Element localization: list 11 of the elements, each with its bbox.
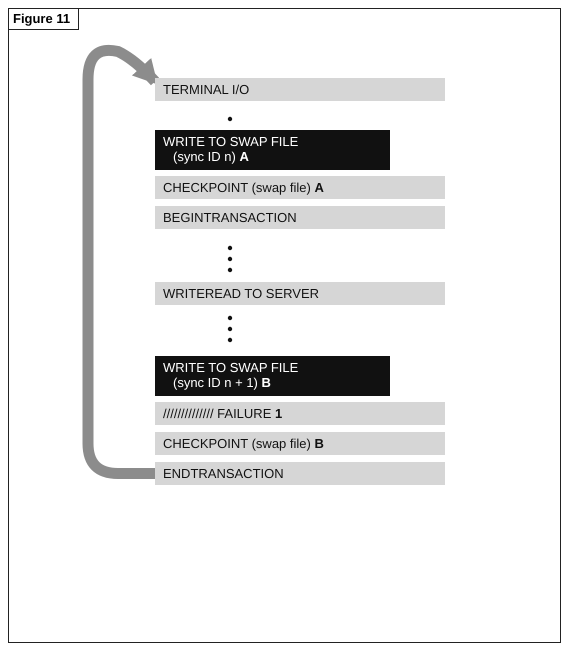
- step-bar: TERMINAL I/O: [155, 78, 445, 101]
- step-bar: ENDTRANSACTION: [155, 462, 445, 485]
- step-bar: WRITEREAD TO SERVER: [155, 282, 445, 305]
- step-bar: WRITE TO SWAP FILE (sync ID n + 1) B: [155, 356, 390, 396]
- figure-title: Figure 11: [8, 8, 80, 30]
- step-bar: ////////////// FAILURE 1: [155, 402, 445, 425]
- step-bar: CHECKPOINT (swap file) B: [155, 432, 445, 455]
- step-bar: WRITE TO SWAP FILE (sync ID n) A: [155, 130, 390, 170]
- step-bar: CHECKPOINT (swap file) A: [155, 176, 445, 199]
- step-bar: BEGINTRANSACTION: [155, 206, 445, 229]
- loop-arrow: [82, 44, 160, 479]
